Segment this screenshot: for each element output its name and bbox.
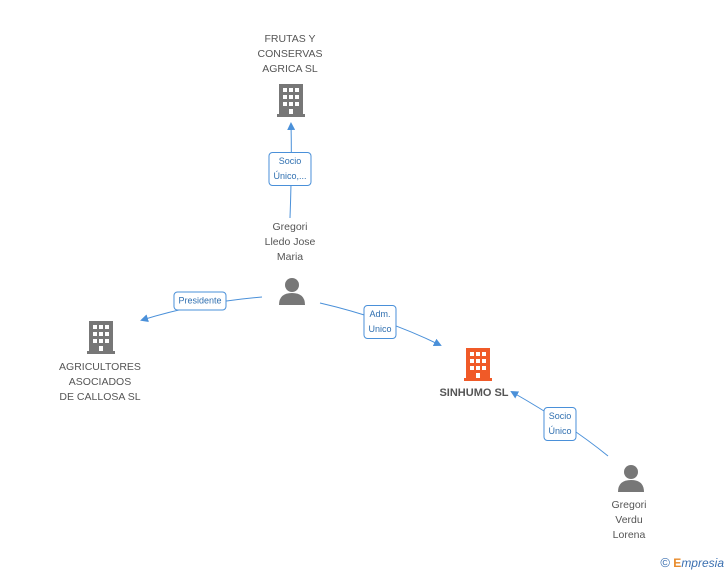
- brand-logo-text: mpresia: [681, 556, 724, 570]
- edge-label-adm-unico[interactable]: Adm. Unico: [363, 305, 397, 339]
- brand-logo-e: E: [673, 556, 682, 570]
- person-icon[interactable]: [279, 278, 305, 305]
- edge-label-presidente[interactable]: Presidente: [173, 291, 227, 311]
- building-icon[interactable]: [87, 321, 115, 354]
- edge-label-socio-unico-1[interactable]: Socio Único,...: [268, 152, 312, 186]
- person-icon[interactable]: [618, 465, 644, 492]
- brand-footer: © Empresia: [660, 555, 724, 570]
- edge-label-socio-unico-2[interactable]: Socio Único: [543, 407, 577, 441]
- node-label-frutas[interactable]: FRUTAS Y CONSERVAS AGRICA SL: [257, 33, 323, 75]
- node-label-agricultores[interactable]: AGRICULTORES ASOCIADOS DE CALLOSA SL: [59, 361, 141, 403]
- node-label-gregori-lledo[interactable]: Gregori Lledo Jose Maria: [264, 221, 316, 263]
- node-label-sinhumo[interactable]: SINHUMO SL: [439, 387, 509, 399]
- main-building-icon[interactable]: [464, 348, 492, 381]
- copyright-symbol: ©: [660, 555, 670, 570]
- node-label-gregori-verdu[interactable]: Gregori Verdu Lorena: [611, 499, 647, 541]
- building-icon[interactable]: [277, 84, 305, 117]
